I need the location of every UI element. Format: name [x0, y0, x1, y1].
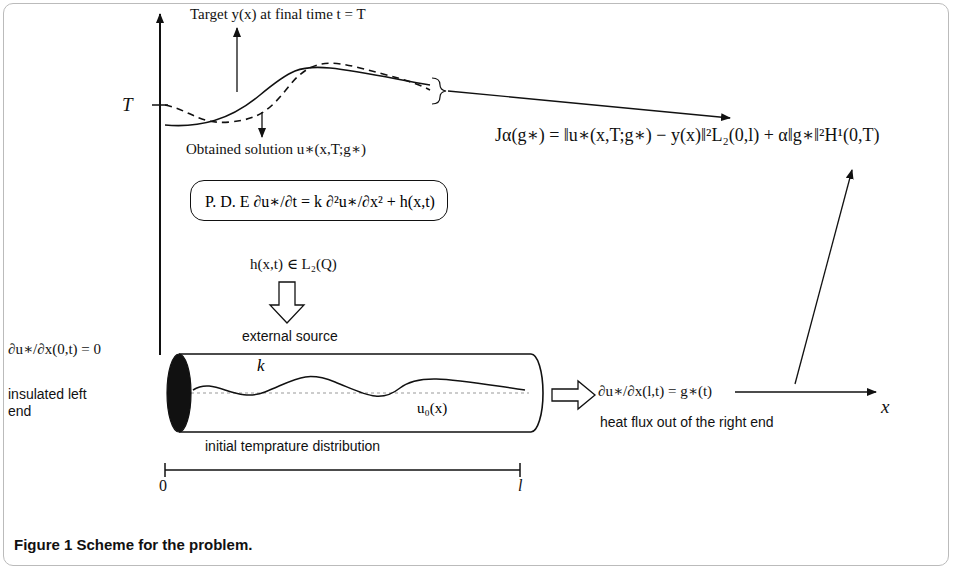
cost-functional: Jα(g∗) = ‖u∗(x,T;g∗) − y(x)‖²L₂(0,l) + α… — [495, 125, 879, 147]
axis-label: l — [518, 476, 522, 495]
boundary-condition: ∂u∗/∂x(0,t) = 0 — [8, 340, 101, 358]
boundary-condition: ∂u∗/∂x(l,t) = g∗(t) — [598, 382, 712, 400]
boundary-note: heat flux out of the right end — [600, 414, 774, 431]
rod-cylinder: k u₀(x) — [165, 352, 547, 434]
rod-note: initial temprature distribution — [205, 438, 380, 455]
source-note: external source — [242, 328, 338, 345]
axis-label: x — [881, 396, 889, 419]
boundary-note: insulated left end — [8, 386, 98, 420]
axis-label: T — [122, 94, 133, 117]
figure-caption: Figure 1 Scheme for the problem. — [14, 536, 252, 554]
solution-note: Obtained solution u∗(x,T;g∗) — [186, 140, 366, 158]
equation-box: P. D. E ∂u∗/∂t = k ∂²u∗/∂x² + h(x,t) — [190, 180, 448, 221]
axis-label: 0 — [159, 476, 167, 495]
rod-label: u₀(x) — [417, 400, 447, 417]
figure-frame — [3, 3, 949, 566]
rod-label: k — [257, 356, 265, 376]
source-formula: h(x,t) ∈ L₂(Q) — [250, 255, 337, 273]
cylinder-outline — [165, 352, 547, 434]
equation-text: P. D. E ∂u∗/∂t = k ∂²u∗/∂x² + h(x,t) — [205, 192, 435, 211]
target-note: Target y(x) at final time t = T — [190, 5, 366, 23]
